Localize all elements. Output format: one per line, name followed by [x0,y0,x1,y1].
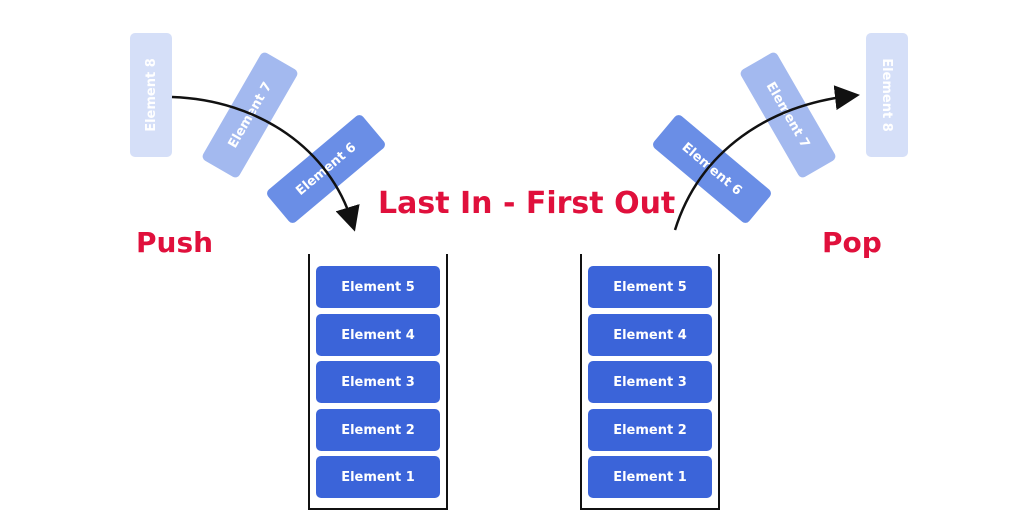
left-stack-item: Element 4 [316,314,440,356]
right-stack-item: Element 4 [588,314,712,356]
pop-element-7: Element 7 [738,50,838,180]
left-stack-item: Element 3 [316,361,440,403]
right-stack-item: Element 5 [588,266,712,308]
left-stack-item: Element 1 [316,456,440,498]
diagram-title: Last In - First Out [378,186,676,221]
pop-element-8: Element 8 [866,33,908,157]
right-stack-item: Element 1 [588,456,712,498]
right-stack-item: Element 3 [588,361,712,403]
push-element-6: Element 6 [265,113,387,225]
left-stack-item: Element 5 [316,266,440,308]
push-element-8: Element 8 [130,33,172,157]
right-stack-item: Element 2 [588,409,712,451]
left-stack: Element 5 Element 4 Element 3 Element 2 … [308,254,448,510]
push-element-7: Element 7 [200,50,300,180]
right-stack: Element 5 Element 4 Element 3 Element 2 … [580,254,720,510]
pop-label: Pop [822,226,882,259]
push-label: Push [136,226,214,259]
left-stack-item: Element 2 [316,409,440,451]
